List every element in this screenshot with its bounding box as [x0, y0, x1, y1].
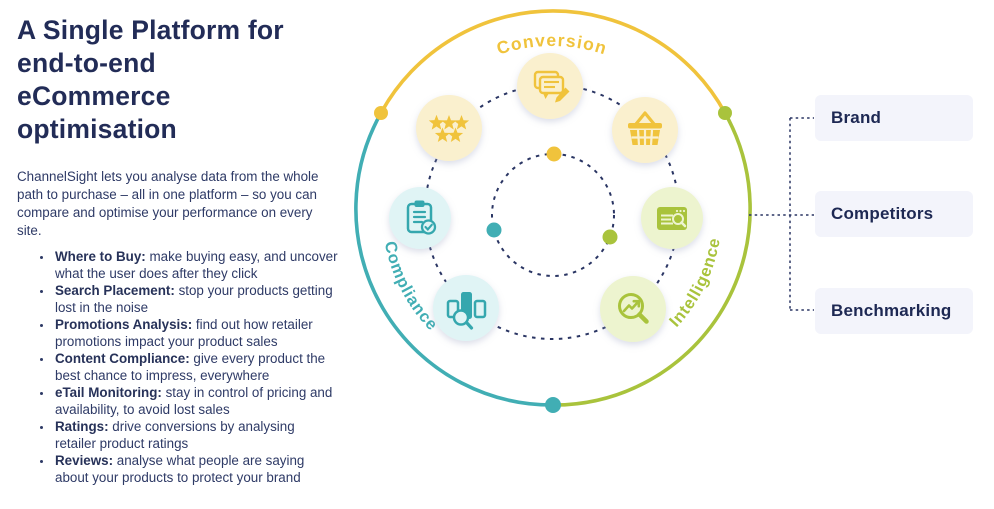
- reviews-speech-bubbles-pencil-icon: [517, 53, 583, 119]
- platform-circle-diagram: Conversion Compliance Intelligence: [354, 9, 752, 413]
- bullet-text: give every product the best chance to im…: [55, 351, 326, 383]
- card-label: Benchmarking: [831, 301, 952, 320]
- list-item: Ratings: drive conversions by analysing …: [53, 419, 339, 452]
- list-item: eTail Monitoring: stay in control of pri…: [53, 385, 339, 418]
- bullet-text: stay in control of pricing and availabil…: [55, 385, 333, 417]
- bullet-title: eTail Monitoring:: [55, 385, 162, 400]
- card-label: Brand: [831, 108, 882, 127]
- inner-dot-yellow: [546, 146, 562, 162]
- card-brand[interactable]: Brand: [815, 95, 973, 141]
- card-label: Competitors: [831, 204, 934, 223]
- junction-dot-teal: [545, 397, 561, 413]
- list-item: Promotions Analysis: find out how retail…: [53, 317, 339, 350]
- connector-lines: [749, 117, 814, 311]
- card-competitors[interactable]: Competitors: [815, 191, 973, 237]
- intelligence-label: Intelligence: [666, 236, 724, 330]
- bullet-title: Search Placement:: [55, 283, 175, 298]
- ratings-stars-icon: [416, 95, 482, 161]
- bullet-text: stop your products getting lost in the n…: [55, 283, 333, 315]
- list-item: Content Compliance: give every product t…: [53, 351, 339, 384]
- junction-dot-yellow: [374, 106, 388, 120]
- clipboard-check-icon: [389, 187, 451, 249]
- trend-magnifier-icon: [600, 276, 666, 342]
- compliance-arc: [354, 112, 554, 407]
- bullet-text: analyse what people are saying about you…: [55, 453, 305, 485]
- bullet-text: make buying easy, and uncover what the u…: [55, 249, 338, 281]
- card-benchmarking[interactable]: Benchmarking: [815, 288, 973, 334]
- shopping-basket-icon: [612, 97, 678, 163]
- inner-dot-lime: [602, 229, 618, 245]
- bullet-title: Ratings:: [55, 419, 109, 434]
- title-line-3: eCommerce: [17, 81, 171, 111]
- list-item: Where to Buy: make buying easy, and unco…: [53, 249, 339, 282]
- bullet-text: find out how retailer promotions impact …: [55, 317, 313, 349]
- bullet-text: drive conversions by analysing retailer …: [55, 419, 295, 451]
- intro-paragraph: ChannelSight lets you analyse data from …: [17, 169, 319, 238]
- list-item: Search Placement: stop your products get…: [53, 283, 339, 316]
- browser-search-icon: [641, 187, 703, 249]
- junction-dot-lime: [718, 106, 732, 120]
- page-title: A Single Platform for end-to-end eCommer…: [17, 14, 339, 146]
- title-line-1: A Single Platform for: [17, 15, 284, 45]
- bullet-title: Where to Buy:: [55, 249, 146, 264]
- inner-dot-teal: [486, 222, 502, 238]
- intelligence-arc: [552, 112, 752, 407]
- bullet-title: Content Compliance:: [55, 351, 190, 366]
- left-column: A Single Platform for end-to-end eCommer…: [17, 14, 339, 487]
- title-line-4: optimisation: [17, 114, 177, 144]
- inner-dashed-ring: [491, 153, 615, 277]
- bullet-title: Reviews:: [55, 453, 114, 468]
- conversion-arc: [379, 9, 727, 114]
- title-line-2: end-to-end: [17, 48, 156, 78]
- bullet-title: Promotions Analysis:: [55, 317, 193, 332]
- bar-chart-magnifier-icon: [433, 275, 499, 341]
- feature-list: Where to Buy: make buying easy, and unco…: [17, 249, 339, 486]
- list-item: Reviews: analyse what people are saying …: [53, 453, 339, 486]
